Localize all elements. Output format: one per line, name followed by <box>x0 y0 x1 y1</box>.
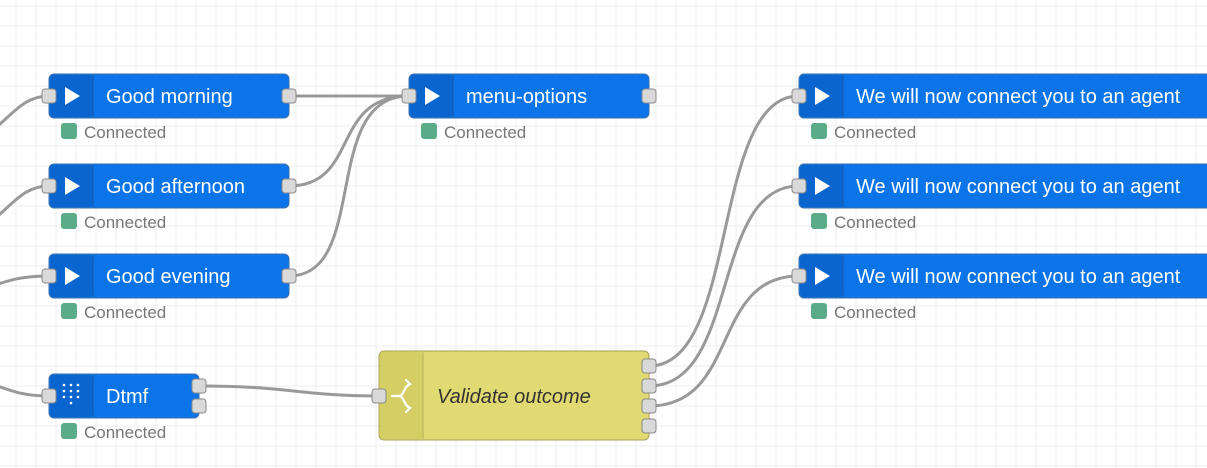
wire-good-afternoon-to-menu[interactable] <box>288 94 410 188</box>
status-text: Connected <box>84 303 166 322</box>
input-port[interactable] <box>41 88 57 104</box>
status-agent-1: Connected <box>811 123 916 142</box>
output-port-1[interactable] <box>641 358 657 374</box>
node-label: We will now connect you to an agent <box>856 266 1181 288</box>
status-text: Connected <box>84 213 166 232</box>
node-label: menu-options <box>466 86 587 108</box>
node-good-evening[interactable]: Good evening <box>41 253 297 299</box>
node-good-morning[interactable]: Good morning <box>41 73 297 119</box>
status-good-evening: Connected <box>61 303 166 322</box>
node-label: Validate outcome <box>437 386 591 408</box>
status-connected-icon <box>811 303 827 319</box>
output-port-2[interactable] <box>191 398 207 414</box>
node-validate-outcome[interactable]: Validate outcome <box>371 350 657 441</box>
play-icon <box>65 177 80 195</box>
wire-offscreen-dtmf[interactable] <box>0 380 50 398</box>
output-port-2[interactable] <box>641 378 657 394</box>
input-port[interactable] <box>791 178 807 194</box>
status-connected-icon <box>421 123 437 139</box>
status-text: Connected <box>84 123 166 142</box>
node-dtmf[interactable]: Dtmf <box>41 373 207 419</box>
status-connected-icon <box>61 213 77 229</box>
node-label: We will now connect you to an agent <box>856 176 1181 198</box>
status-text: Connected <box>834 213 916 232</box>
status-agent-3: Connected <box>811 303 916 322</box>
switch-icon <box>390 378 412 414</box>
input-port[interactable] <box>41 178 57 194</box>
node-agent-3[interactable]: We will now connect you to an agent <box>791 253 1207 299</box>
node-label: Good morning <box>106 86 233 108</box>
status-text: Connected <box>84 423 166 442</box>
node-label: Dtmf <box>106 386 149 408</box>
status-menu-options: Connected <box>421 123 526 142</box>
input-port[interactable] <box>41 388 57 404</box>
wire-offscreen-good-afternoon[interactable] <box>0 184 50 230</box>
status-text: Connected <box>834 303 916 322</box>
wire-good-evening-to-menu[interactable] <box>288 94 410 278</box>
node-label: We will now connect you to an agent <box>856 86 1181 108</box>
node-label: Good afternoon <box>106 176 245 198</box>
input-port[interactable] <box>41 268 57 284</box>
play-icon <box>65 87 80 105</box>
output-port[interactable] <box>281 88 297 104</box>
play-icon <box>815 267 830 285</box>
node-agent-2[interactable]: We will now connect you to an agent <box>791 163 1207 209</box>
status-connected-icon <box>61 423 77 439</box>
status-text: Connected <box>444 123 526 142</box>
status-connected-icon <box>61 123 77 139</box>
output-port-1[interactable] <box>191 378 207 394</box>
wire-offscreen-good-evening[interactable] <box>0 274 50 290</box>
wires <box>0 94 800 408</box>
status-text: Connected <box>834 123 916 142</box>
node-label: Good evening <box>106 266 231 288</box>
output-port[interactable] <box>641 88 657 104</box>
keypad-icon <box>62 383 80 405</box>
status-connected-icon <box>61 303 77 319</box>
input-port[interactable] <box>401 88 417 104</box>
status-agent-2: Connected <box>811 213 916 232</box>
node-menu-options[interactable]: menu-options <box>401 73 657 119</box>
output-port-4[interactable] <box>641 418 657 434</box>
play-icon <box>815 87 830 105</box>
status-dtmf: Connected <box>61 423 166 442</box>
output-port-3[interactable] <box>641 398 657 414</box>
input-port[interactable] <box>791 268 807 284</box>
wire-validate-to-agent-1[interactable] <box>648 94 800 368</box>
status-connected-icon <box>811 123 827 139</box>
wire-offscreen-good-morning[interactable] <box>0 94 50 140</box>
output-port[interactable] <box>281 178 297 194</box>
wire-validate-to-agent-3[interactable] <box>648 274 800 408</box>
wire-dtmf-to-validate[interactable] <box>198 384 380 398</box>
play-icon <box>815 177 830 195</box>
status-good-morning: Connected <box>61 123 166 142</box>
output-port[interactable] <box>281 268 297 284</box>
node-good-afternoon[interactable]: Good afternoon <box>41 163 297 209</box>
status-good-afternoon: Connected <box>61 213 166 232</box>
input-port[interactable] <box>791 88 807 104</box>
status-connected-icon <box>811 213 827 229</box>
node-agent-1[interactable]: We will now connect you to an agent <box>791 73 1207 119</box>
play-icon <box>425 87 440 105</box>
play-icon <box>65 267 80 285</box>
wire-validate-to-agent-2[interactable] <box>648 184 800 388</box>
input-port[interactable] <box>371 388 387 404</box>
